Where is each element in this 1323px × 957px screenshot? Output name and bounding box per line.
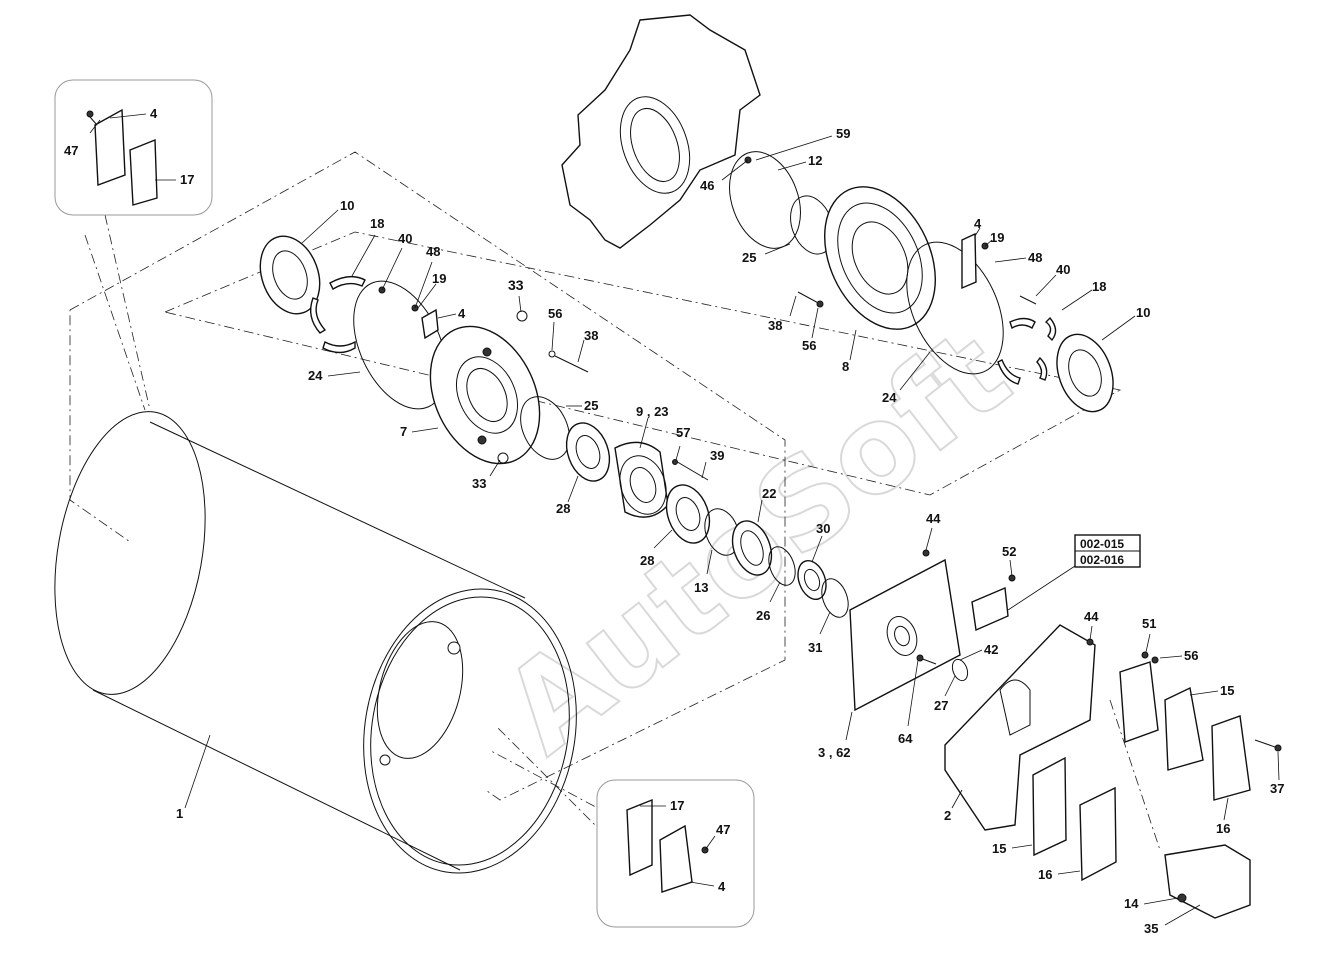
callout-46: 46: [700, 178, 714, 193]
callout-57: 57: [676, 425, 690, 440]
callout-48-right: 48: [1028, 250, 1042, 265]
callout-19-right: 19: [990, 230, 1004, 245]
callout-47-bottom: 47: [716, 822, 730, 837]
callout-48-left: 48: [426, 244, 440, 259]
callout-9-23: 9 , 23: [636, 404, 669, 419]
callout-1: 1: [176, 806, 183, 821]
callout-56-left: 56: [548, 306, 562, 321]
callout-12: 12: [808, 153, 822, 168]
callout-47-top: 47: [64, 143, 78, 158]
callout-39: 39: [710, 448, 724, 463]
callout-7: 7: [400, 424, 407, 439]
callout-44-right: 44: [1084, 609, 1099, 624]
callout-15-bottom: 15: [992, 841, 1006, 856]
callout-19-left: 19: [432, 271, 446, 286]
callout-26: 26: [756, 608, 770, 623]
callout-44-left: 44: [926, 511, 941, 526]
reference-002-016: 002-016: [1080, 553, 1124, 567]
callout-27: 27: [934, 698, 948, 713]
callout-17-top: 17: [180, 172, 194, 187]
callout-24-right: 24: [882, 390, 897, 405]
callout-4-top: 4: [150, 106, 158, 121]
callout-33-top: 33: [508, 277, 524, 293]
callout-38-left: 38: [584, 328, 598, 343]
callout-15-right: 15: [1220, 683, 1234, 698]
callout-37: 37: [1270, 781, 1284, 796]
reference-002-015: 002-015: [1080, 537, 1124, 551]
callout-13: 13: [694, 580, 708, 595]
detail-inset-top: [54, 79, 213, 216]
callout-33-bottom: 33: [472, 476, 486, 491]
callout-30: 30: [816, 521, 830, 536]
assembly-outlines: [69, 151, 1161, 851]
callout-42: 42: [984, 642, 998, 657]
callout-18-left: 18: [370, 216, 384, 231]
drum-part-1: [54, 411, 577, 874]
callout-40-right: 40: [1056, 262, 1070, 277]
callout-14: 14: [1124, 896, 1139, 911]
callout-28-right: 28: [640, 553, 654, 568]
callout-4-left: 4: [458, 306, 466, 321]
callout-4-right: 4: [974, 216, 982, 231]
top-plate-assembly: [561, 14, 1114, 413]
callout-22: 22: [762, 486, 776, 501]
callout-38-right: 38: [768, 318, 782, 333]
callout-24-left: 24: [308, 368, 323, 383]
callout-51: 51: [1142, 616, 1156, 631]
callout-3-62: 3 , 62: [818, 745, 851, 760]
mounting-plate-assembly: [849, 549, 1282, 919]
callout-18-right: 18: [1092, 279, 1106, 294]
callout-35: 35: [1144, 921, 1158, 936]
callout-16-right: 16: [1216, 821, 1230, 836]
callout-52: 52: [1002, 544, 1016, 559]
callout-16-bottom: 16: [1038, 867, 1052, 882]
callout-59: 59: [836, 126, 850, 141]
callout-2: 2: [944, 808, 951, 823]
callout-8: 8: [842, 359, 849, 374]
callout-28-left: 28: [556, 501, 570, 516]
callout-25-left: 25: [584, 398, 598, 413]
left-flange-assembly: [259, 235, 589, 465]
callout-56-bottom: 56: [1184, 648, 1198, 663]
callout-17-bottom: 17: [670, 798, 684, 813]
callout-31: 31: [808, 640, 822, 655]
callout-10-left: 10: [340, 198, 354, 213]
callout-10-right: 10: [1136, 305, 1150, 320]
callout-40-left: 40: [398, 231, 412, 246]
callout-64: 64: [898, 731, 913, 746]
callout-25-right: 25: [742, 250, 756, 265]
callout-56-right: 56: [802, 338, 816, 353]
callout-4-bottom: 4: [718, 879, 726, 894]
